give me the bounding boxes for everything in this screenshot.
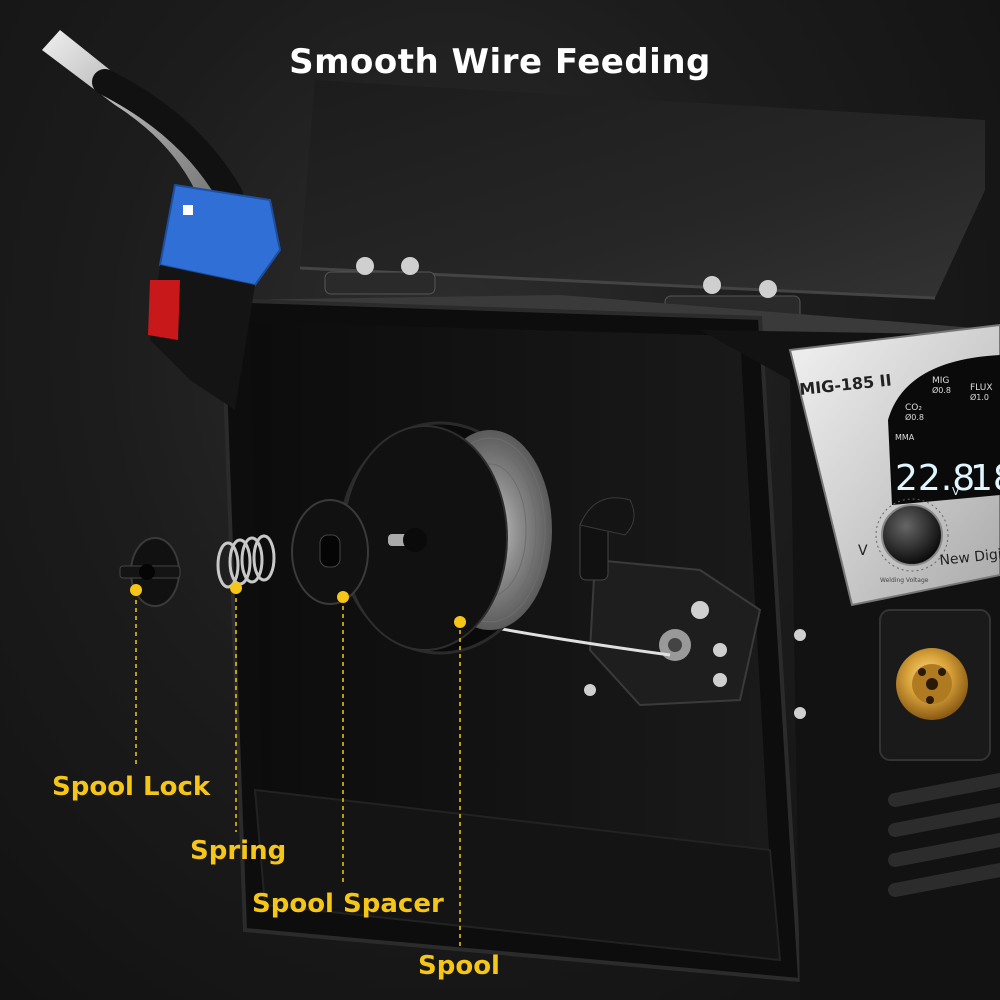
wire-feeder bbox=[579, 497, 806, 719]
spring-dot bbox=[230, 582, 242, 594]
voltage-knob bbox=[881, 504, 943, 566]
label-spring: Spring bbox=[190, 836, 287, 866]
mode-flux-size: Ø1.0 bbox=[970, 392, 989, 402]
spring bbox=[216, 534, 276, 589]
spool-dot bbox=[454, 616, 466, 628]
mode-co2: CO₂ bbox=[905, 403, 922, 413]
current-readout: 18 bbox=[970, 458, 1000, 499]
mig-torch bbox=[42, 30, 282, 410]
mode-mma: MMA bbox=[895, 433, 915, 442]
callout-lines bbox=[135, 590, 461, 948]
label-spool: Spool bbox=[418, 951, 500, 981]
label-spool-lock: Spool Lock bbox=[52, 772, 211, 802]
knob-letter: V bbox=[858, 543, 868, 559]
mode-flux: FLUX bbox=[970, 383, 993, 393]
compartment-floor bbox=[253, 788, 782, 962]
spool-spacer-dot bbox=[337, 591, 349, 603]
voltage-unit: V bbox=[952, 485, 960, 498]
vents bbox=[888, 773, 1000, 897]
callout-dots bbox=[130, 582, 466, 628]
hinge-left bbox=[324, 257, 436, 295]
mode-co2-size: Ø0.8 bbox=[905, 412, 924, 422]
spool-lock bbox=[119, 537, 181, 607]
mode-mig-size: Ø0.8 bbox=[932, 385, 951, 395]
lid bbox=[300, 80, 985, 298]
display-bezel bbox=[888, 355, 1000, 505]
label-spool-spacer: Spool Spacer bbox=[252, 889, 444, 919]
mode-mig: MIG bbox=[932, 376, 949, 386]
page-title: Smooth Wire Feeding bbox=[289, 42, 711, 82]
voltage-readout: 22.8 bbox=[895, 458, 975, 499]
knob-caption: Welding Voltage bbox=[880, 577, 929, 584]
spool-lock-dot bbox=[130, 584, 142, 596]
